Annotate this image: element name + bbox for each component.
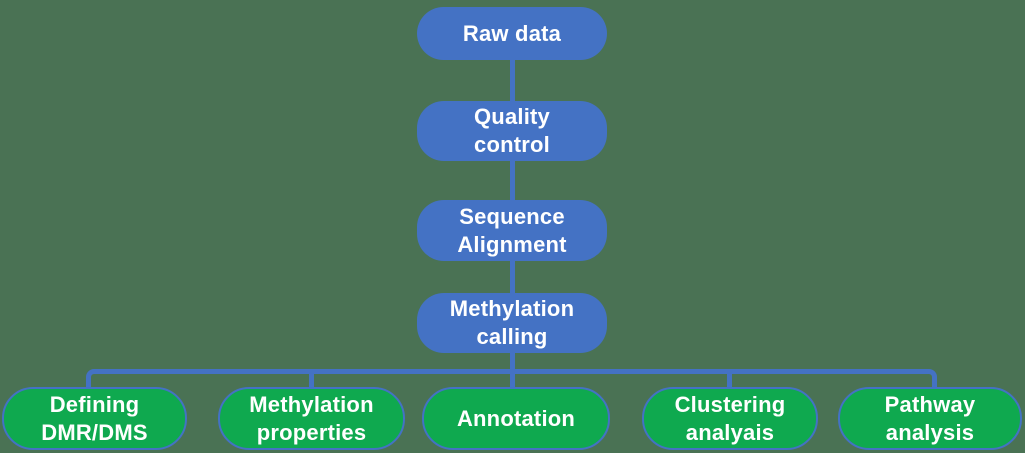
node-annotation: Annotation [422, 387, 610, 450]
connector-line [510, 161, 515, 200]
node-label: Pathway [884, 391, 976, 417]
node-methylation-calling: Methylation calling [417, 293, 607, 353]
node-raw-data: Raw data [417, 7, 607, 60]
node-label: DMR/DMS [41, 419, 148, 445]
node-label: control [474, 132, 550, 157]
node-label: Alignment [457, 231, 567, 257]
node-label: Quality [474, 104, 550, 129]
node-label: calling [476, 324, 548, 349]
node-label: Methylation [249, 391, 374, 417]
node-quality-control: Quality control [417, 101, 607, 161]
node-label: Raw data [462, 20, 562, 46]
node-label: analysis [885, 419, 975, 445]
node-label: properties [256, 419, 367, 445]
node-label: Defining [49, 391, 140, 417]
node-sequence-alignment: Sequence Alignment [417, 200, 607, 261]
connector-line [510, 353, 515, 371]
node-label: Sequence [459, 203, 565, 229]
connector-line [309, 369, 314, 387]
connector-line [510, 261, 515, 293]
node-defining-dmr-dms: Defining DMR/DMS [2, 387, 187, 450]
connector-line [727, 369, 732, 387]
node-label: Methylation [449, 296, 575, 321]
connector-line [510, 60, 515, 101]
connector-line [510, 369, 515, 387]
node-pathway-analysis: Pathway analysis [838, 387, 1022, 450]
node-label: Annotation [456, 405, 576, 431]
node-label: analyais [685, 419, 775, 445]
node-clustering-analysis: Clustering analyais [642, 387, 818, 450]
node-methylation-properties: Methylation properties [218, 387, 405, 450]
node-label: Clustering [674, 391, 786, 417]
